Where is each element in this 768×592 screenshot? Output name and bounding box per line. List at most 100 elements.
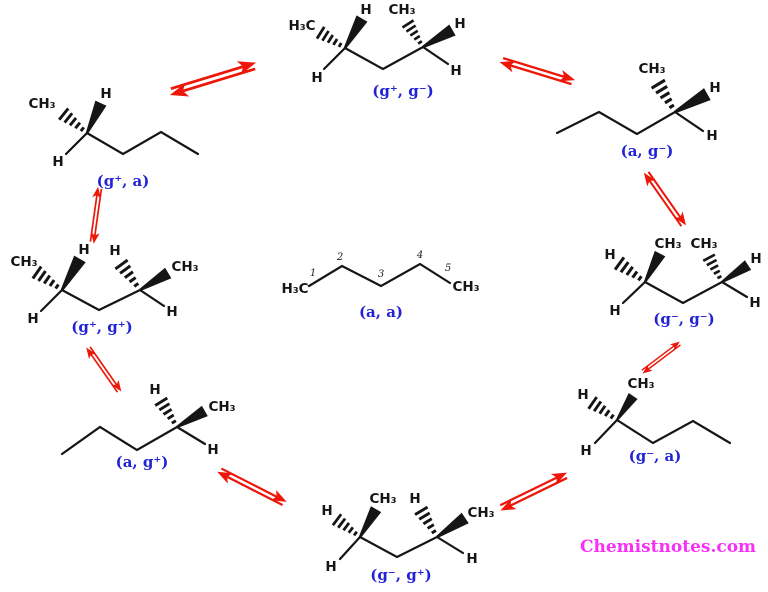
- chain-bond: [307, 262, 452, 288]
- hydrogen-label: H: [409, 491, 420, 507]
- carbon-number: 2: [336, 252, 343, 263]
- chain-bond: [60, 288, 142, 312]
- bond: [64, 131, 89, 156]
- methyl-label: CH₃: [10, 254, 37, 270]
- conformer-bottom-left: H CH₃ H (a, g⁺): [60, 382, 236, 471]
- chain-bond: [85, 130, 200, 156]
- conformer-label: (g⁻, a): [629, 447, 682, 465]
- equilibrium-arrow: [81, 342, 126, 397]
- watermark-text: Chemistnotes.com: [580, 537, 756, 557]
- bond: [175, 425, 207, 446]
- hash-bond: [31, 265, 63, 294]
- hydrogen-label: H: [709, 80, 720, 96]
- chain-bond: [60, 425, 179, 456]
- chain-bond: [555, 110, 677, 136]
- methyl-label: CH₃: [369, 491, 396, 507]
- hash-bond: [57, 107, 89, 137]
- wedge-bond: [339, 15, 368, 52]
- hydrogen-label: H: [27, 311, 38, 327]
- hash-bond: [587, 395, 618, 424]
- carbon-number: 5: [445, 263, 451, 274]
- bond: [593, 418, 619, 445]
- carbon-number: 1: [310, 268, 316, 279]
- hydrogen-label: H: [580, 443, 591, 459]
- hydrogen-label: H: [609, 303, 620, 319]
- conformer-top-left: CH₃ H H (g⁺, a): [28, 86, 200, 190]
- hydrogen-label: H: [454, 16, 465, 32]
- methyl-label: CH₃: [388, 2, 415, 18]
- conformer-top-right: CH₃ H H (a, g⁻): [555, 61, 721, 160]
- methyl-label: CH₃: [171, 259, 198, 275]
- hash-bond: [401, 19, 427, 48]
- chain-bond: [643, 280, 724, 305]
- conformer-label: (a, g⁻): [621, 142, 674, 160]
- bond: [39, 288, 64, 313]
- hydrogen-label: H: [466, 551, 477, 567]
- hash-bond: [650, 78, 680, 113]
- chain-bond: [343, 45, 425, 71]
- chain-bond: [358, 535, 439, 559]
- hydrogen-label: H: [604, 247, 615, 263]
- hydrogen-label: H: [149, 382, 160, 398]
- hydrogen-label: H: [577, 387, 588, 403]
- carbon-number: 3: [378, 269, 384, 280]
- chain-bond: [615, 418, 732, 445]
- methyl-label: CH₃: [452, 279, 479, 295]
- bond: [673, 110, 705, 133]
- methyl-label: CH₃: [467, 505, 494, 521]
- structure-center-anti-anti: H₃C CH₃ 1 2 3 4 5 (a, a): [281, 250, 479, 321]
- conformer-bottom-center: H CH₃ H H CH₃ H (g⁻, g⁺): [321, 491, 494, 584]
- hash-bond: [113, 258, 144, 291]
- conformer-label: (g⁺, a): [97, 172, 150, 190]
- conformer-top-center: H₃C H H CH₃ H H (g⁺, g⁻): [288, 2, 465, 100]
- conformer-label: (a, g⁺): [116, 453, 169, 471]
- hash-bond: [315, 25, 346, 53]
- conformer-label: (g⁺, g⁺): [71, 318, 132, 336]
- hydrogen-label: H: [166, 304, 177, 320]
- methyl-label: CH₃: [654, 236, 681, 252]
- hash-bond: [613, 255, 646, 286]
- hash-bond: [413, 505, 442, 538]
- methyl-label: H₃C: [288, 18, 315, 34]
- conformer-bottom-right: H CH₃ H (g⁻, a): [577, 376, 732, 465]
- equilibrium-arrow: [213, 461, 291, 513]
- equilibrium-arrow: [494, 466, 573, 517]
- conformer-label: (a, a): [359, 303, 403, 321]
- hydrogen-label: H: [706, 128, 717, 144]
- bond: [621, 280, 647, 305]
- hydrogen-label: H: [100, 86, 111, 102]
- wedge-bond: [612, 393, 638, 423]
- hash-bond: [153, 396, 182, 428]
- bond: [138, 288, 166, 308]
- hash-bond: [331, 512, 361, 541]
- bond: [421, 45, 450, 66]
- conformer-label: (g⁻, g⁻): [653, 310, 714, 328]
- wedge-bond: [81, 100, 107, 136]
- hydrogen-label: H: [750, 251, 761, 267]
- equilibrium-arrow: [164, 54, 262, 104]
- conformer-label: (g⁺, g⁻): [372, 82, 433, 100]
- conformer-label: (g⁻, g⁺): [370, 566, 431, 584]
- wedge-bond: [354, 506, 382, 540]
- methyl-label: CH₃: [28, 96, 55, 112]
- equilibrium-arrow: [496, 50, 578, 92]
- equilibrium-arrow: [638, 166, 692, 232]
- conformer-mid-left: CH₃ H H H CH₃ H (g⁺, g⁺): [10, 242, 198, 336]
- methyl-label: CH₃: [690, 236, 717, 252]
- hash-bond: [701, 253, 727, 282]
- bond: [435, 535, 465, 555]
- carbon-number: 4: [416, 250, 423, 261]
- hydrogen-label: H: [207, 442, 218, 458]
- hydrogen-label: H: [78, 242, 89, 258]
- hydrogen-label: H: [321, 503, 332, 519]
- hydrogen-label: H: [52, 154, 63, 170]
- equilibrium-arrow: [84, 185, 107, 246]
- methyl-label: H₃C: [281, 281, 308, 297]
- hydrogen-label: H: [325, 559, 336, 575]
- wedge-bond: [56, 255, 86, 294]
- hydrogen-label: H: [450, 63, 461, 79]
- wedge-bond: [639, 250, 666, 285]
- bond: [338, 535, 362, 561]
